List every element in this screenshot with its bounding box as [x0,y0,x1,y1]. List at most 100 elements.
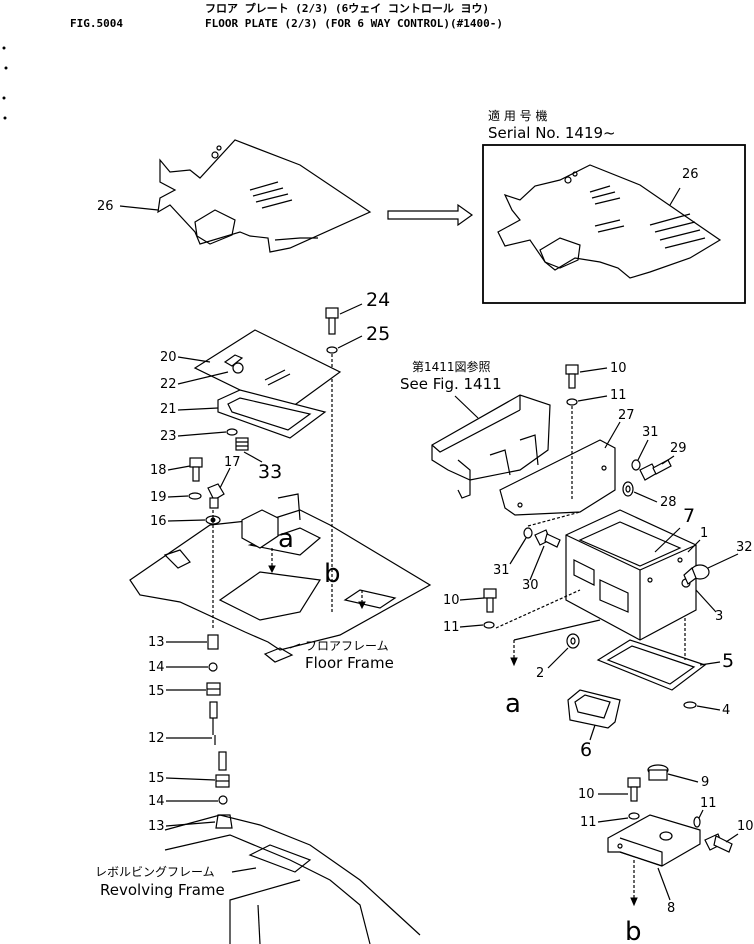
callout-17: 17 [224,455,241,470]
callout-13-lower: 13 [148,819,165,834]
margin-marks [2,46,8,120]
callout-30: 30 [522,578,539,593]
leader-3 [695,589,717,613]
axis-bolt-30 [527,511,581,527]
leader-revolving-frame [231,867,257,873]
leader-11a [577,395,608,402]
washer-4 [683,701,697,709]
leader-4 [696,705,721,711]
callout-21: 21 [160,402,177,417]
callout-19: 19 [150,490,167,505]
revolving-frame [164,814,421,944]
callout-6: 6 [580,739,592,761]
leader-13b [165,821,216,827]
leader-6 [589,724,596,741]
callout-4: 4 [722,703,730,718]
washer-11-lower [628,812,640,820]
callout-24: 24 [366,289,390,311]
leader-1 [687,539,701,553]
bolt-18 [189,457,203,482]
leader-21 [177,407,219,411]
washer-31-right [631,459,641,471]
callout-23: 23 [160,429,177,444]
callout-15-lower: 15 [148,771,165,786]
leader-5 [699,661,721,666]
bolt-30 [534,529,561,548]
callout-11-lower-left: 11 [580,815,597,830]
leader-10a [579,367,608,373]
callout-13: 13 [148,635,165,650]
nut-15-lower [215,774,230,788]
leader-29 [661,455,675,465]
callout-10: 10 [610,361,627,376]
bolt-10-upper [565,364,579,389]
leader-9 [667,773,699,783]
callout-12: 12 [148,731,165,746]
arrow-a-box [510,657,518,667]
letter-b-bracket: b [625,917,642,944]
leader-25 [337,335,363,349]
gasket-21 [217,389,327,439]
fitting-13-upper [207,634,219,650]
leader-19 [167,495,189,498]
washer-31-left [523,527,533,539]
floor-frame-label: Floor Frame [305,654,394,672]
leader-11b [459,624,484,628]
callout-31-lower: 31 [493,563,510,578]
bolt-29 [639,459,672,481]
callout-29: 29 [670,441,687,456]
callout-3: 3 [715,609,723,624]
leader-26a [119,205,159,211]
floor-plate-26-new [497,164,722,279]
leader-17 [219,467,231,489]
knob-9 [647,764,669,781]
gasket-5 [596,639,707,691]
callout-14-lower: 14 [148,794,165,809]
callout-31: 31 [642,425,659,440]
callout-28: 28 [660,495,677,510]
leader-20 [177,356,211,363]
seal-6 [567,689,621,729]
callout-10-middle: 10 [443,593,460,608]
hose-end-upper [209,701,218,719]
bolt-10-middle [483,588,497,613]
arrow-b-floor [358,601,366,610]
see-fig-label: See Fig. 1411 [400,375,502,393]
floor-frame [129,493,432,663]
floor-plate-26 [157,139,372,253]
arrow-a-floor [268,565,276,574]
leader-24 [339,303,363,315]
callout-27: 27 [618,408,635,423]
callout-1: 1 [700,526,708,541]
callout-11-middle: 11 [443,620,460,635]
callout-11-lower-right: 11 [700,796,717,811]
leader-a-box [513,619,601,641]
leader-27 [604,421,621,449]
leader-11c [597,817,629,823]
washer-11-side [693,816,701,828]
letter-a-box: a [505,689,521,719]
grommet-28 [622,481,634,497]
leader-7 [654,527,681,553]
see-fig-label-japanese: 第1411図参照 [412,359,491,374]
grommet-33 [235,437,249,451]
leader-floor-frame [289,643,301,649]
hose-end-lower [218,751,227,771]
arrow-b-bracket [630,897,638,907]
leader-15b [165,777,216,781]
knob-32 [683,564,710,585]
leader-22 [177,371,229,385]
leader-10d [725,833,739,843]
oring-14-lower [218,795,228,805]
title-english: FLOOR PLATE (2/3) (FOR 6 WAY CONTROL)(#1… [205,17,503,30]
leader-23 [177,431,227,437]
bracket-a [241,509,279,549]
letter-a-floor: a [278,524,294,554]
floor-frame-label-japanese: フロアフレーム [305,639,389,653]
title-japanese: フロア プレート (2/3) (6ウェイ コントロール ヨウ) [205,1,489,15]
washer-25 [326,346,338,354]
bolt-10-side [704,833,733,853]
callout-32: 32 [736,540,753,555]
